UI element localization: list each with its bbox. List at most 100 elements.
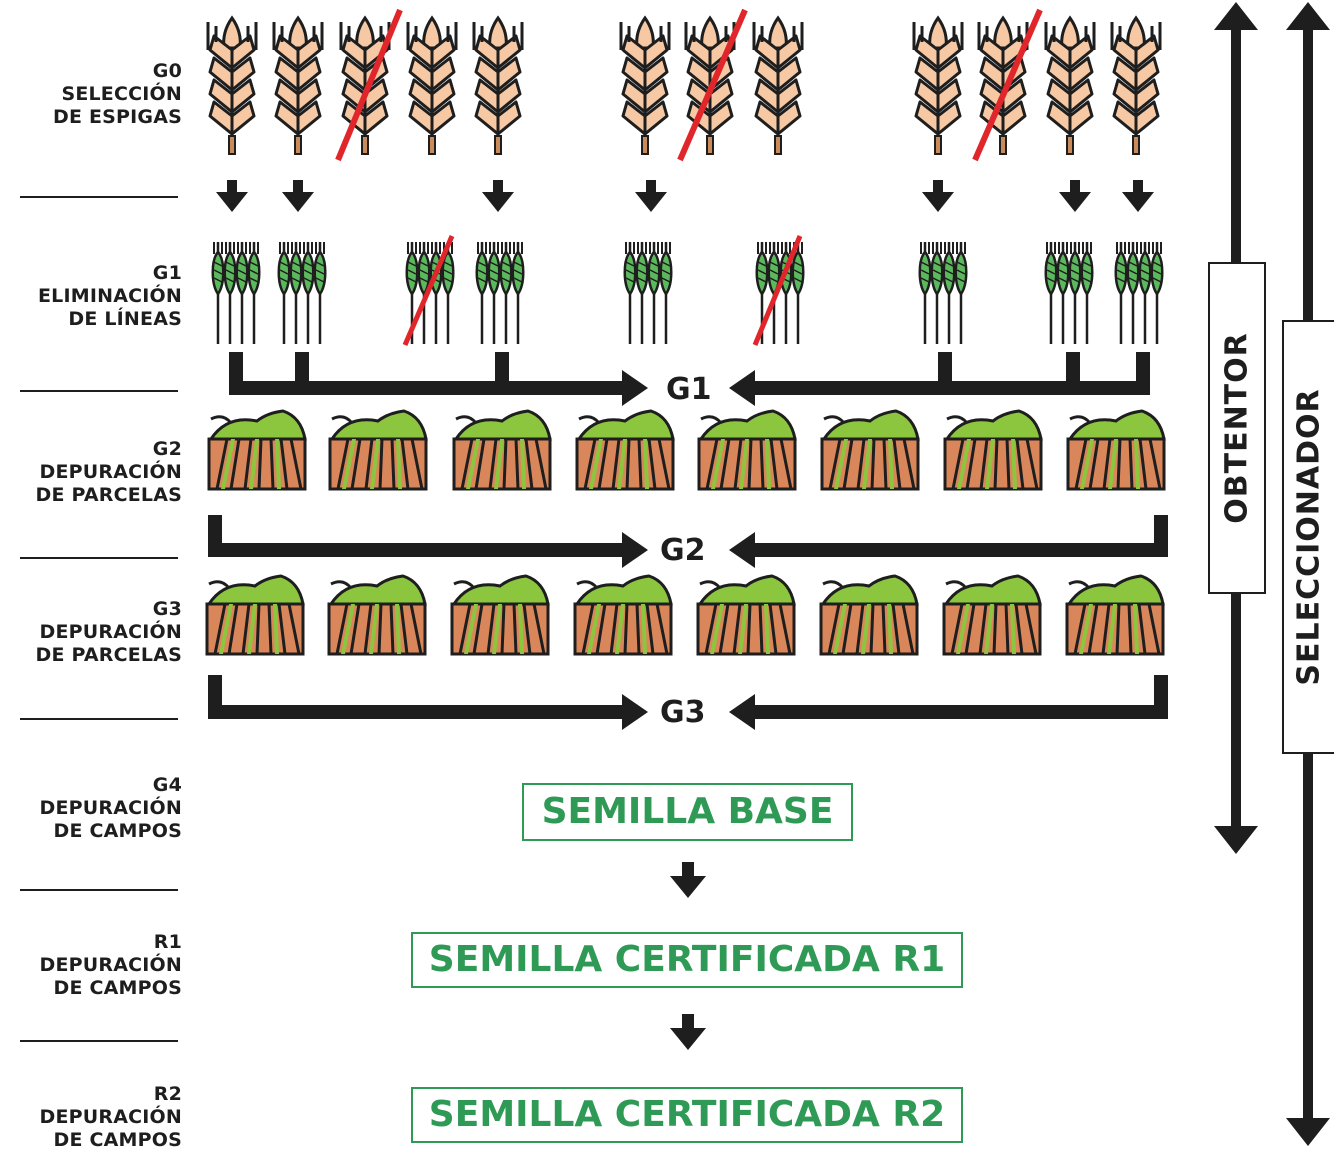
down-arrows-g0 (216, 180, 1154, 212)
stage-line: DE PARCELAS (35, 644, 182, 666)
role-seleccionador: SELECCIONADOR (1282, 320, 1334, 754)
wheat-spike-icon (472, 16, 524, 157)
stage-code: G0 (152, 60, 182, 82)
arrow-right-icon (622, 370, 648, 406)
stage-code: G4 (152, 774, 182, 796)
green-wheat-bundle-icon (625, 242, 672, 344)
seed-base-box: SEMILLA BASE (522, 783, 853, 841)
merge-arrows-g1 (229, 352, 1150, 395)
stage-label-g0: G0 SELECCIÓN DE ESPIGAS (53, 60, 182, 129)
role-obtentor: OBTENTOR (1208, 262, 1266, 594)
stage-line: DE LÍNEAS (68, 308, 182, 330)
merge-arrows-g2 (208, 515, 1168, 557)
arrow-right-icon (622, 532, 648, 568)
wheat-spike-icon (272, 16, 324, 157)
arrow-down-icon (922, 180, 954, 212)
g3-plots (205, 574, 1165, 656)
merge-label-g3: G3 (660, 695, 706, 730)
arrow-down-icon (1059, 180, 1091, 212)
field-plot-icon (820, 409, 920, 491)
merge-arrows-g3 (208, 675, 1168, 719)
wheat-spike-icon (912, 16, 964, 157)
merge-label-g1: G1 (666, 372, 712, 407)
field-plot-icon (819, 574, 919, 656)
wheat-spike-icon (752, 16, 804, 157)
arrow-down-icon (282, 180, 314, 212)
stage-code: G1 (152, 262, 182, 284)
separator (20, 889, 178, 891)
strike-line-icon (402, 235, 455, 346)
seed-arrows (670, 862, 706, 1050)
green-wheat-bundle-icon (477, 242, 524, 344)
arrow-down-icon (670, 1014, 706, 1050)
field-plot-icon (328, 409, 428, 491)
field-plot-icon (696, 574, 796, 656)
green-wheat-bundle-icon (1046, 242, 1093, 344)
green-wheat-bundle-icon (213, 242, 260, 344)
stage-line: DEPURACIÓN (39, 621, 182, 643)
strike-line-icon (335, 8, 403, 162)
wheat-spike-icon (206, 16, 258, 157)
field-plot-icon (207, 409, 307, 491)
arrow-left-icon (729, 694, 755, 730)
stage-label-g3: G3 DEPURACIÓN DE PARCELAS (36, 598, 183, 667)
separator (20, 390, 178, 392)
stage-line: DEPURACIÓN (39, 954, 182, 976)
field-plot-icon (575, 409, 675, 491)
stage-line: DE CAMPOS (53, 977, 182, 999)
green-wheat-bundle-icon (1116, 242, 1163, 344)
arrow-down-icon (482, 180, 514, 212)
stage-line: DE ESPIGAS (52, 106, 182, 128)
g0-spikes (206, 8, 1162, 162)
field-plot-icon (1066, 409, 1166, 491)
stage-line: DEPURACIÓN (39, 461, 182, 483)
field-plot-icon (943, 409, 1043, 491)
field-plot-icon (205, 574, 305, 656)
wheat-spike-icon (406, 16, 458, 157)
stage-line: DEPURACIÓN (39, 1106, 182, 1128)
stage-code: R1 (153, 931, 182, 953)
separator (20, 718, 178, 720)
field-plot-icon (697, 409, 797, 491)
seed-certified-r2-box: SEMILLA CERTIFICADA R2 (411, 1087, 963, 1143)
green-wheat-bundle-icon (279, 242, 326, 344)
stage-line: ELIMINACIÓN (37, 285, 182, 307)
arrow-left-icon (729, 532, 755, 568)
green-wheat-bundle-icon (920, 242, 967, 344)
field-plot-icon (450, 574, 550, 656)
g1-lines (213, 235, 1163, 346)
role-obtentor-text: OBTENTOR (1219, 332, 1255, 524)
arrow-down-icon (216, 180, 248, 212)
wheat-spike-icon (1110, 16, 1162, 157)
field-plot-icon (327, 574, 427, 656)
field-plot-icon (1065, 574, 1165, 656)
wheat-spike-icon (1044, 16, 1096, 157)
stage-line: DE CAMPOS (53, 1129, 182, 1151)
strike-line-icon (972, 8, 1043, 162)
separator (20, 196, 178, 198)
strike-line-icon (752, 235, 803, 346)
stage-label-r1: R1 DEPURACIÓN DE CAMPOS (39, 931, 182, 1000)
seed-certified-r1-box: SEMILLA CERTIFICADA R1 (411, 932, 963, 988)
arrow-down-icon (1122, 180, 1154, 212)
stage-code: R2 (153, 1083, 182, 1105)
separator (20, 557, 178, 559)
stage-line: DE CAMPOS (53, 820, 182, 842)
merge-label-g2: G2 (660, 533, 706, 568)
field-plot-icon (573, 574, 673, 656)
stage-label-g1: G1 ELIMINACIÓN DE LÍNEAS (38, 262, 182, 331)
arrow-down-icon (670, 862, 706, 898)
stage-code: G2 (152, 438, 182, 460)
stage-code: G3 (152, 598, 182, 620)
stage-label-r2: R2 DEPURACIÓN DE CAMPOS (39, 1083, 182, 1152)
g2-plots (207, 409, 1166, 491)
wheat-spike-icon (619, 16, 671, 157)
arrow-left-icon (729, 370, 755, 406)
stage-line: DE PARCELAS (35, 484, 182, 506)
role-seleccionador-text: SELECCIONADOR (1291, 388, 1327, 686)
arrow-down-icon (635, 180, 667, 212)
stage-line: SELECCIÓN (61, 83, 182, 105)
stage-label-g2: G2 DEPURACIÓN DE PARCELAS (36, 438, 183, 507)
stage-line: DEPURACIÓN (39, 797, 182, 819)
strike-line-icon (677, 8, 748, 162)
